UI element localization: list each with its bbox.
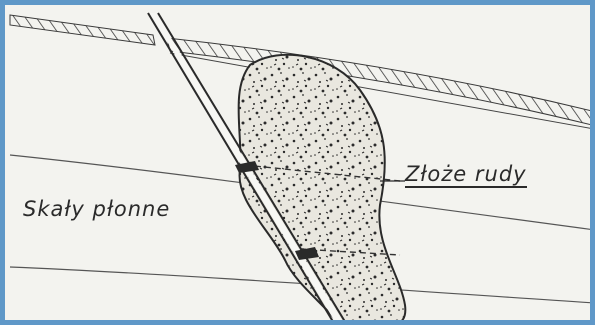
surface-layer-base-line: [170, 53, 595, 130]
ore-deposit-label: Złoże rudy: [405, 163, 527, 188]
host-rocks-label: Skały płonne: [23, 197, 170, 221]
surface-layer-right: [167, 38, 595, 127]
surface-layer-left: [10, 15, 155, 45]
